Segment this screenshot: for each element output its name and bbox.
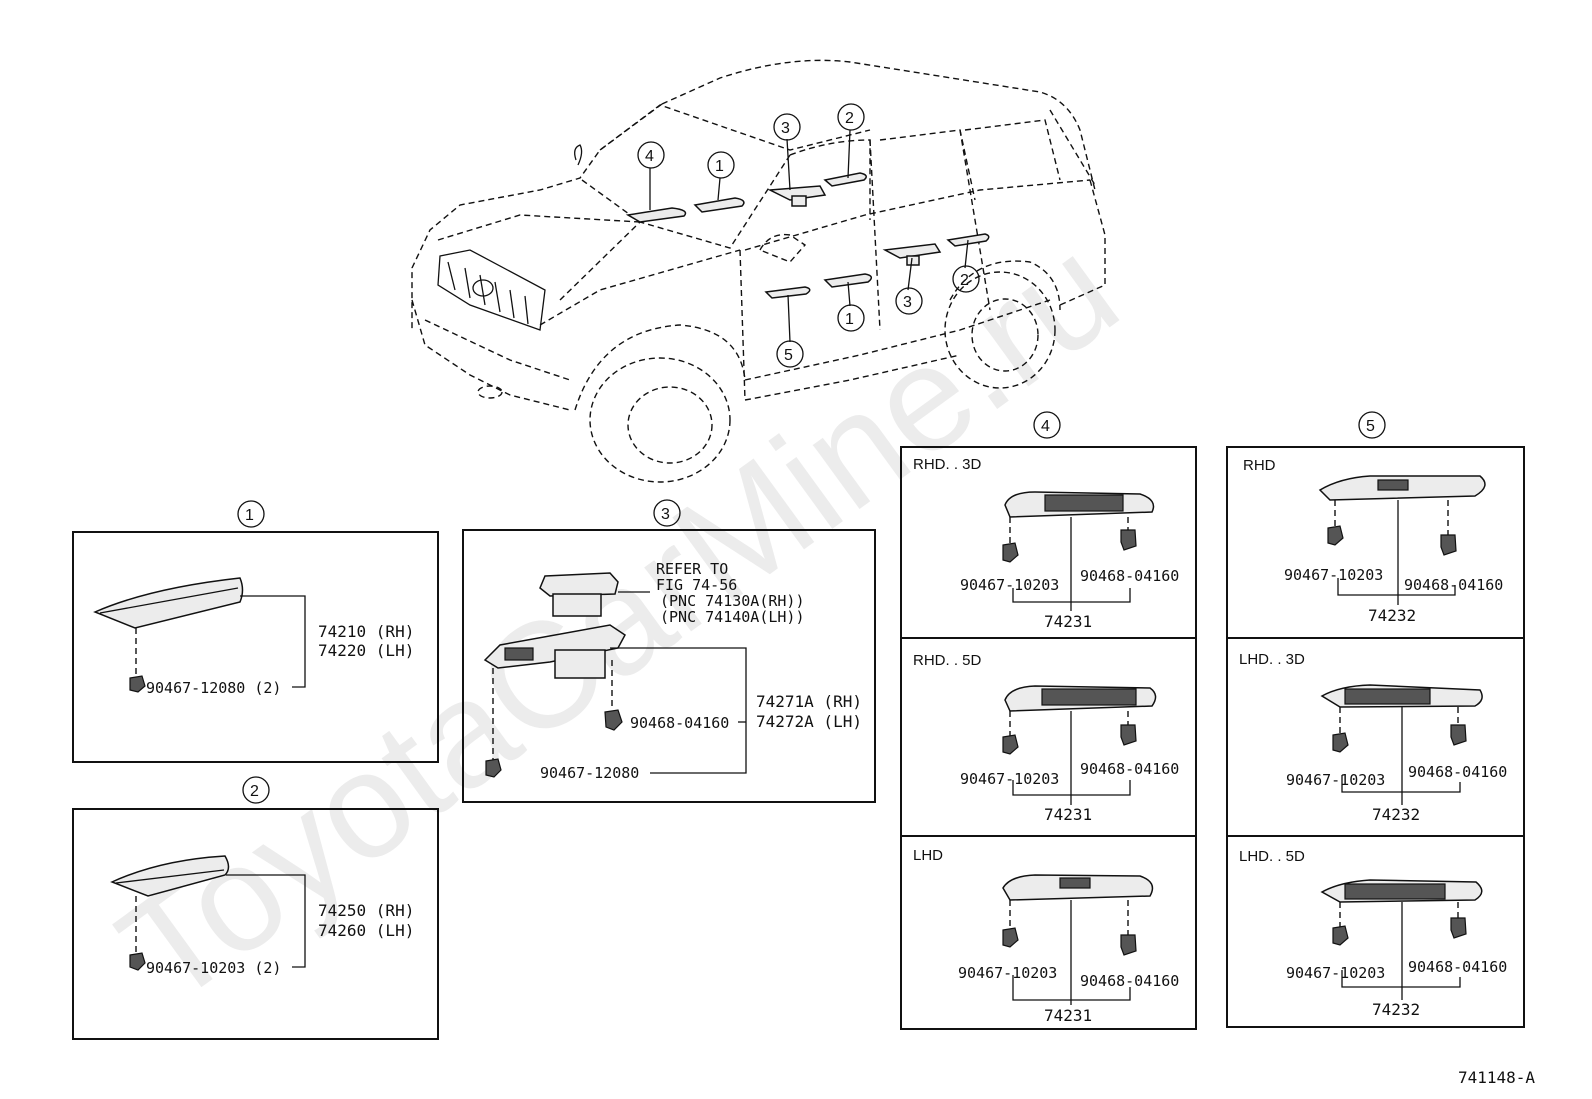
svg-text:90468-04160: 90468-04160 — [1080, 760, 1179, 778]
part-location-2-rear — [946, 233, 990, 247]
svg-text:74232: 74232 — [1372, 805, 1420, 824]
part-location-3-front — [767, 185, 827, 201]
section-3-number: 3 — [661, 506, 670, 523]
svg-text:90467-10203: 90467-10203 — [958, 964, 1057, 982]
svg-text:LHD. . 3D: LHD. . 3D — [1239, 651, 1305, 668]
section-3-refer-4: (PNC 74140A(LH)) — [660, 608, 805, 626]
clip-icon — [1450, 917, 1467, 939]
clip-icon — [1002, 542, 1019, 563]
section-5-panel-rhd: RHD 90467-10203 90468-04160 74232 — [1243, 457, 1503, 625]
section-4: 4 RHD. . 3D 90467-10203 90468-04160 7423… — [900, 411, 1197, 1030]
svg-text:74231: 74231 — [1044, 612, 1092, 631]
watermark: ToyotaCarMine.ru — [90, 204, 1146, 1036]
clip-icon — [1440, 534, 1457, 556]
clip-icon — [1120, 529, 1137, 551]
svg-text:90467-10203: 90467-10203 — [1286, 964, 1385, 982]
svg-text:1: 1 — [715, 158, 724, 175]
svg-text:90468-04160: 90468-04160 — [1080, 567, 1179, 585]
svg-text:4: 4 — [645, 148, 654, 165]
section-3-clip-a: 90468-04160 — [630, 714, 729, 732]
clip-icon — [1327, 525, 1344, 546]
svg-text:90467-10203: 90467-10203 — [960, 770, 1059, 788]
clip-icon — [604, 709, 623, 731]
section-1: 1 74210 (RH) 74220 (LH) 90467-12080 (2) — [72, 500, 439, 763]
section-2-part-lh: 74260 (LH) — [318, 921, 414, 940]
svg-text:3: 3 — [781, 120, 790, 137]
svg-text:90468-04160: 90468-04160 — [1408, 958, 1507, 976]
part-location-4 — [625, 207, 687, 223]
svg-text:74232: 74232 — [1372, 1000, 1420, 1019]
clip-icon — [1002, 927, 1019, 948]
section-5-panel-lhd-5d: LHD. . 5D 90467-10203 90468-04160 74232 — [1239, 848, 1507, 1019]
svg-text:2: 2 — [960, 272, 969, 289]
section-2-clip: 90467-10203 (2) — [146, 959, 281, 977]
svg-text:LHD: LHD — [913, 847, 943, 864]
svg-text:RHD. . 3D: RHD. . 3D — [913, 456, 982, 473]
section-2-part-rh: 74250 (RH) — [318, 901, 414, 920]
svg-text:90467-10203: 90467-10203 — [960, 576, 1059, 594]
section-5: 5 RHD 90467-10203 90468-04160 74232 LHD.… — [1226, 411, 1525, 1028]
part-location-1-rear — [823, 273, 873, 288]
section-3-clip-b: 90467-12080 — [540, 764, 639, 782]
clip-icon — [1332, 732, 1349, 753]
clip-icon — [1120, 934, 1137, 956]
clip-icon — [1120, 724, 1137, 746]
section-3: 3 REFER TO FIG 74-56 (PNC 74130A(RH)) (P… — [462, 499, 876, 803]
section-3-refer-3: (PNC 74130A(RH)) — [660, 592, 805, 610]
svg-text:74232: 74232 — [1368, 606, 1416, 625]
svg-text:LHD. . 5D: LHD. . 5D — [1239, 848, 1305, 865]
svg-text:1: 1 — [845, 311, 854, 328]
section-1-clip: 90467-12080 (2) — [146, 679, 281, 697]
svg-text:2: 2 — [845, 110, 854, 127]
svg-text:74231: 74231 — [1044, 1006, 1092, 1025]
section-1-part-lh: 74220 (LH) — [318, 641, 414, 660]
part-location-2-front — [823, 172, 867, 187]
car-callouts: 4 1 3 2 2 3 1 5 — [637, 103, 980, 368]
svg-text:3: 3 — [903, 294, 912, 311]
svg-text:5: 5 — [784, 347, 793, 364]
part-location-3-rear — [882, 243, 942, 259]
clip-icon — [1450, 724, 1467, 746]
section-5-number: 5 — [1366, 418, 1375, 435]
garnish-1-part — [93, 577, 244, 629]
clip-icon — [485, 758, 502, 778]
svg-text:RHD: RHD — [1243, 457, 1276, 474]
switch-part — [539, 572, 619, 597]
svg-text:74231: 74231 — [1044, 805, 1092, 824]
vehicle-illustration — [411, 59, 1106, 483]
section-2-number: 2 — [250, 783, 259, 800]
section-1-number: 1 — [245, 507, 254, 524]
part-location-1 — [693, 197, 745, 213]
svg-text:90467-10203: 90467-10203 — [1284, 566, 1383, 584]
section-4-panel-lhd: LHD 90467-10203 90468-04160 74231 — [913, 847, 1179, 1025]
section-1-part-rh: 74210 (RH) — [318, 622, 414, 641]
section-2: 2 74250 (RH) 74260 (LH) 90467-10203 (2) — [72, 776, 439, 1040]
svg-text:RHD. . 5D: RHD. . 5D — [913, 652, 982, 669]
clip-icon — [1002, 734, 1019, 755]
svg-text:90468-04160: 90468-04160 — [1408, 763, 1507, 781]
section-5-panel-lhd-3d: LHD. . 3D 90467-10203 90468-04160 74232 — [1239, 651, 1507, 824]
clip-icon — [129, 675, 146, 693]
svg-text:90468-04160: 90468-04160 — [1404, 576, 1503, 594]
part-location-5 — [764, 286, 811, 299]
diagram-code: 741148-A — [1458, 1068, 1535, 1087]
clip-icon — [129, 952, 146, 971]
section-3-part-lh: 74272A (LH) — [756, 712, 862, 731]
svg-text:90467-10203: 90467-10203 — [1286, 771, 1385, 789]
section-3-refer-1: REFER TO — [656, 560, 728, 578]
section-4-panel-rhd-3d: RHD. . 3D 90467-10203 90468-04160 74231 — [913, 456, 1179, 631]
section-4-number: 4 — [1041, 418, 1050, 435]
section-4-panel-rhd-5d: RHD. . 5D 90467-10203 90468-04160 74231 — [913, 652, 1179, 824]
section-3-part-rh: 74271A (RH) — [756, 692, 862, 711]
section-3-refer-2: FIG 74-56 — [656, 576, 737, 594]
svg-text:90468-04160: 90468-04160 — [1080, 972, 1179, 990]
clip-icon — [1332, 925, 1349, 946]
